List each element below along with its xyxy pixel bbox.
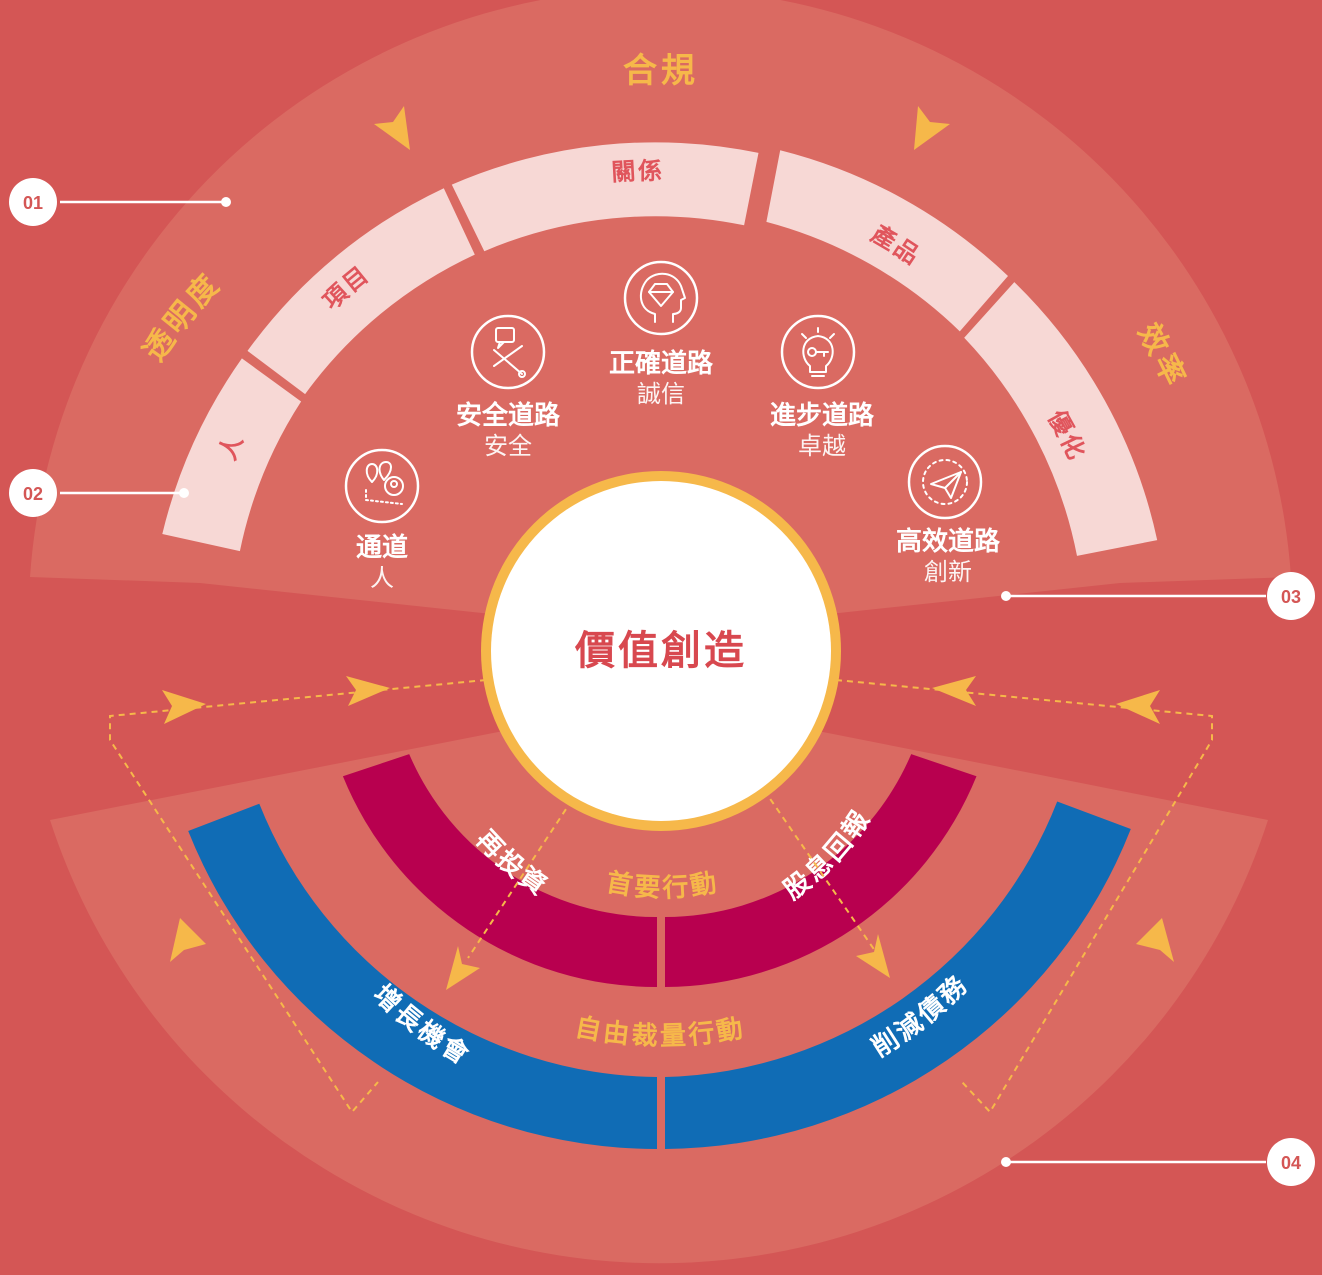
segment-optimization [964,282,1158,556]
callout-badge-01: 01 [23,193,43,213]
arrow-down-right [856,934,890,978]
band-reinvestment [342,754,657,988]
arrow-right-outer [1116,690,1160,724]
road-subtitle-safe: 安全 [484,432,532,460]
road-subtitle-efficient: 創新 [924,558,972,586]
arrow-left-outer [162,690,206,724]
road-icon-access [344,448,420,524]
head-diamond-icon [639,272,686,323]
top-arrows [374,106,950,150]
circle-outline [780,314,856,390]
road-icon-efficient [907,444,983,520]
top-label: 合規 [623,51,699,91]
bottom-halo [50,700,1268,1264]
top-halo [30,0,1291,632]
band-growth-opportunities [188,803,657,1149]
wrench-icon [493,327,526,378]
arrow-right-up [1136,918,1174,962]
road-title-progress: 進步道路 [770,400,875,431]
road-subtitle-access: 人 [370,564,394,592]
callout-04: 04 [1001,1138,1315,1186]
circle-outline [907,444,983,520]
callout-badge-03: 03 [1281,587,1301,607]
segment-projects [247,188,475,395]
circle-outline [470,314,546,390]
road-icon-safe [470,314,546,390]
circle-outline [344,448,420,524]
circle-outline [623,260,699,336]
road-title-right: 正確道路 [609,348,714,379]
center-label: 價值創造 [574,628,747,674]
down-arrow-left [374,106,410,150]
segment-products [766,150,1008,332]
arrow-to-center-right [932,676,976,706]
flow-arrows [162,676,1174,990]
road-labels: 通道 人 安全道路 安全 正確道路 誠信 進步道路 卓越 高效道路 創新 [356,348,1001,592]
arrow-down-left [446,946,480,990]
callout-badge-02: 02 [23,484,43,504]
lightbulb-key-icon [801,327,835,377]
top-arc-segments [162,142,1158,556]
road-icon-right [623,260,699,336]
band-dividend-return [665,754,977,987]
center-disc [491,481,831,821]
down-arrow-right [914,106,950,150]
segment-label-relationships: 關係 [611,157,664,186]
map-pins-icon [365,461,404,505]
flow-lines [109,679,1213,1114]
road-icon-progress [780,314,856,390]
road-title-safe: 安全道路 [456,400,561,431]
callout-01: 01 [9,178,231,226]
road-title-access: 通道 [356,532,408,563]
band-debt-reduction [665,801,1131,1149]
segment-relationships [451,142,759,252]
callout-03: 03 [1001,572,1315,620]
road-subtitle-right: 誠信 [637,380,685,408]
road-subtitle-progress: 卓越 [798,432,846,460]
callout-badge-04: 04 [1281,1153,1301,1173]
arrow-left-up [170,918,206,962]
road-title-efficient: 高效道路 [896,526,1001,557]
road-icons [344,260,983,524]
callout-02: 02 [9,469,189,517]
bottom-bands [188,754,1131,1149]
paper-plane-icon [922,459,968,505]
segment-people [162,358,302,552]
callouts: 01 02 03 04 [9,178,1315,1186]
arrow-to-center-left [346,676,390,706]
